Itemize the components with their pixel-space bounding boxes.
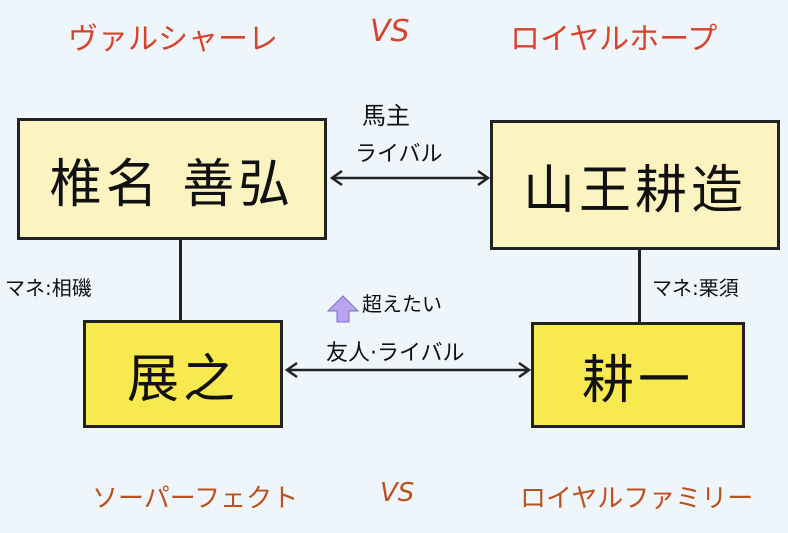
left-bottom-horse-label: ソーパーフェクト <box>92 484 299 514</box>
shiina-name: 椎名 善弘 <box>49 154 295 215</box>
friends-rival-label: 友人·ライバル <box>326 341 465 366</box>
owners-rival-arrow <box>329 169 491 187</box>
sanno-kozo-box: 山王耕造 <box>490 120 780 250</box>
friends-rival-arrow <box>284 361 532 379</box>
top-vs-label: VS <box>370 14 410 49</box>
right-connector-line <box>638 250 641 322</box>
left-manager-label: マネ:相磯 <box>5 276 92 300</box>
right-manager-label: マネ:栗須 <box>652 276 739 300</box>
owners-label: 馬主 <box>362 102 410 130</box>
left-horse-label: ヴァルシャーレ <box>68 22 278 57</box>
koichi-name: 耕一 <box>581 350 694 411</box>
surpass-label: 超えたい <box>362 292 442 316</box>
nobuyuki-name: 展之 <box>126 349 239 410</box>
shiina-yoshihiro-box: 椎名 善弘 <box>17 118 327 240</box>
right-horse-label: ロイヤルホープ <box>510 22 718 57</box>
nobuyuki-box: 展之 <box>83 320 283 428</box>
left-connector-line <box>179 240 182 320</box>
sanno-name: 山王耕造 <box>522 160 747 221</box>
bottom-vs-label: VS <box>380 478 415 508</box>
koichi-box: 耕一 <box>531 322 745 428</box>
rival-label: ライバル <box>355 142 443 167</box>
up-arrow-icon <box>326 295 360 323</box>
right-bottom-horse-label: ロイヤルファミリー <box>520 484 754 514</box>
